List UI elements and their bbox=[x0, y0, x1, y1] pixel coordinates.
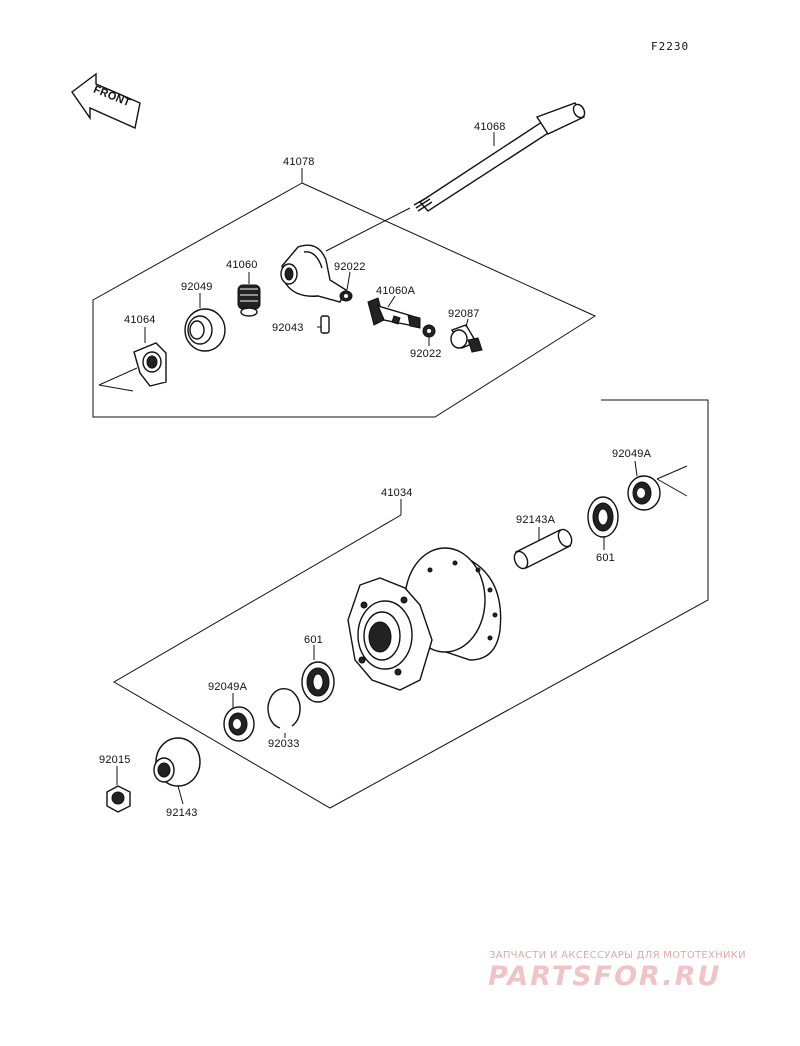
label-92087: 92087 bbox=[448, 308, 480, 320]
label-41064: 41064 bbox=[124, 314, 156, 326]
washer-top bbox=[339, 271, 353, 302]
label-92022-top: 92022 bbox=[334, 261, 366, 273]
label-41068: 41068 bbox=[474, 121, 506, 133]
bearing-top bbox=[587, 496, 619, 550]
label-41078: 41078 bbox=[283, 156, 315, 168]
label-92043: 92043 bbox=[272, 322, 304, 334]
label-601-top: 601 bbox=[596, 552, 615, 564]
bearing-bottom bbox=[301, 645, 335, 703]
hub-assembly-outline bbox=[113, 399, 709, 809]
watermark-subtitle: ЗАПЧАСТИ И АКСЕССУАРЫ ДЛЯ МОТОТЕХНИКИ bbox=[489, 950, 746, 961]
front-axle bbox=[325, 102, 586, 252]
drive-gear bbox=[237, 272, 261, 317]
label-41034: 41034 bbox=[381, 487, 413, 499]
label-92033: 92033 bbox=[268, 738, 300, 750]
distance-collar bbox=[513, 527, 573, 570]
label-92015: 92015 bbox=[99, 754, 131, 766]
speedometer-gear-housing bbox=[280, 244, 347, 303]
watermark-brand: PARTSFOR.RU bbox=[488, 961, 722, 992]
label-92049a-bottom: 92049A bbox=[208, 681, 248, 693]
label-92143a: 92143A bbox=[516, 514, 556, 526]
cable-bushing bbox=[450, 318, 483, 353]
washer-bottom bbox=[422, 324, 436, 346]
label-92022-bottom: 92022 bbox=[410, 348, 442, 360]
label-92049a-top: 92049A bbox=[612, 448, 652, 460]
label-92143: 92143 bbox=[166, 807, 198, 819]
hub-seal-top bbox=[627, 460, 661, 511]
wheel-hub bbox=[347, 547, 502, 691]
gear-assembly-outline bbox=[92, 168, 597, 418]
axle-nut bbox=[106, 766, 131, 813]
label-41060a: 41060A bbox=[376, 285, 416, 297]
label-92049: 92049 bbox=[181, 281, 213, 293]
part-labels: 41068 41078 41060 92022 92049 41060A 410… bbox=[99, 121, 652, 819]
diagram-code: F2230 bbox=[651, 40, 690, 53]
hub-seal-bottom bbox=[223, 693, 255, 742]
locating-pin bbox=[317, 315, 330, 334]
collar bbox=[153, 737, 201, 805]
circlip bbox=[267, 687, 301, 738]
label-601-bottom: 601 bbox=[304, 634, 323, 646]
pinion-gear bbox=[367, 295, 421, 329]
label-41060: 41060 bbox=[226, 259, 258, 271]
gear-retainer bbox=[133, 327, 167, 387]
front-arrow-icon: FRONT bbox=[71, 72, 141, 129]
oil-seal bbox=[184, 293, 226, 352]
